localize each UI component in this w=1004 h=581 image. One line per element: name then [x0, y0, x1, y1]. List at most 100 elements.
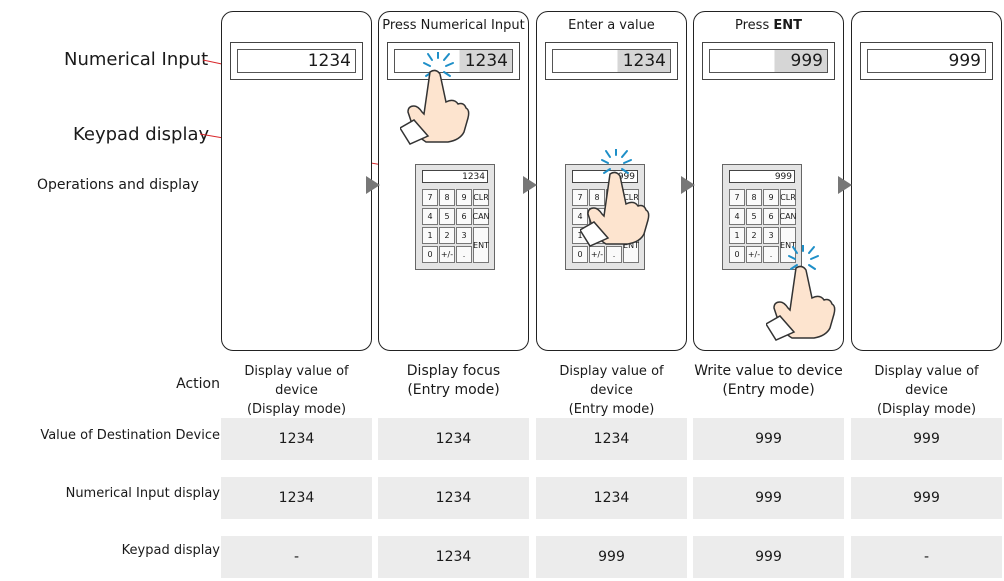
tap-burst-icon — [423, 52, 454, 77]
keypad-key: 7 — [572, 189, 588, 206]
table-cell: 1234 — [378, 536, 529, 578]
keypad-key: 4 — [572, 208, 588, 225]
pointing-hand-icon — [400, 69, 470, 145]
action-cell: Write value to device (Entry mode) — [693, 362, 844, 410]
keypad-key: 8 — [746, 189, 762, 206]
step-panel-5: 999 — [851, 11, 1002, 351]
keypad-key: 4 — [729, 208, 745, 225]
keypad-key: ENT — [780, 227, 796, 263]
keypad-key: ENT — [473, 227, 489, 263]
keypad-display-label: Keypad display — [73, 124, 210, 145]
keypad-key: . — [763, 246, 779, 263]
action-line1: Display value of device — [874, 364, 979, 398]
keypad-key: 9 — [456, 189, 472, 206]
numerical-input-value: 1234 — [464, 51, 508, 71]
action-cell: Display focus (Entry mode) — [378, 362, 529, 410]
keypad-display: 1234 — [422, 170, 488, 183]
table-cell: - — [221, 536, 372, 578]
pointing-hand-icon — [580, 171, 650, 247]
table-cell: 1234 — [536, 477, 687, 519]
numerical-input-box: 999 — [702, 42, 835, 80]
keypad-key: 9 — [763, 189, 779, 206]
action-line2: (Entry mode) — [722, 382, 815, 398]
action-line1: Display value of device — [559, 364, 664, 398]
keypad-key: 3 — [456, 227, 472, 244]
table-cell: 999 — [693, 418, 844, 460]
numerical-input-value: 1234 — [307, 51, 351, 71]
step-arrow-icon — [681, 176, 695, 194]
keypad-key: 1 — [729, 227, 745, 244]
row-label: Numerical Input display — [65, 486, 220, 501]
keypad-key: 7 — [729, 189, 745, 206]
keypad-key: CLR — [473, 189, 489, 206]
keypad-key: CAN — [472, 208, 490, 225]
numerical-input-label: Numerical Input — [64, 49, 209, 70]
table-cell: 999 — [851, 418, 1002, 460]
table-cell: 1234 — [221, 418, 372, 460]
keypad-key: CAN — [779, 208, 797, 225]
numerical-input-field: 999 — [867, 49, 986, 73]
numerical-input-field: 999 — [709, 49, 828, 73]
table-cell: 999 — [851, 477, 1002, 519]
numerical-input-field: 1234 — [237, 49, 356, 73]
step-title: Press ENT — [735, 18, 802, 33]
table-cell: 1234 — [378, 477, 529, 519]
row-label: Value of Destination Device — [40, 428, 220, 443]
action-row-label: Action — [176, 376, 220, 392]
keypad-key: 6 — [456, 208, 472, 225]
action-line2: (Entry mode) — [568, 402, 655, 417]
keypad-key: 7 — [422, 189, 438, 206]
table-cell: 1234 — [378, 418, 529, 460]
step-panel-1: 1234 — [221, 11, 372, 351]
step-arrow-icon — [838, 176, 852, 194]
keypad-key: 2 — [439, 227, 455, 244]
step-title: Press Numerical Input — [382, 18, 525, 33]
action-cell: Display value of device (Display mode) — [221, 362, 372, 417]
numerical-input-value: 999 — [948, 51, 981, 71]
pointing-hand-icon — [766, 265, 836, 341]
action-line2: (Display mode) — [246, 402, 347, 417]
action-line2: (Entry mode) — [407, 382, 500, 398]
action-line1: Display focus — [406, 363, 501, 379]
numerical-input-box: 1234 — [387, 42, 520, 80]
table-cell: 999 — [536, 536, 687, 578]
keypad-key: 8 — [439, 189, 455, 206]
keypad-key: +/- — [746, 246, 762, 263]
table-cell: - — [851, 536, 1002, 578]
numerical-input-field: 1234 — [394, 49, 513, 73]
table-cell: 1234 — [536, 418, 687, 460]
keypad-key: 6 — [763, 208, 779, 225]
action-line1: Write value to device — [694, 363, 843, 379]
keypad-key: 5 — [746, 208, 762, 225]
action-line1: Display value of device — [244, 364, 349, 398]
keypad-key: . — [456, 246, 472, 263]
step-arrow-icon — [523, 176, 537, 194]
numerical-input-box: 999 — [860, 42, 993, 80]
keypad-key: CLR — [780, 189, 796, 206]
keypad-key: 2 — [746, 227, 762, 244]
tap-burst-icon — [788, 245, 819, 270]
keypad-key: 0 — [572, 246, 588, 263]
table-cell: 999 — [693, 536, 844, 578]
numerical-input-box: 1234 — [545, 42, 678, 80]
operations-display-label: Operations and display — [37, 177, 199, 193]
action-cell: Display value of device (Display mode) — [851, 362, 1002, 417]
step-arrow-icon — [366, 176, 380, 194]
keypad-key: +/- — [439, 246, 455, 263]
keypad-display: 999 — [729, 170, 795, 183]
action-cell: Display value of device (Entry mode) — [536, 362, 687, 417]
keypad-key: 1 — [422, 227, 438, 244]
step-title: Enter a value — [568, 18, 655, 33]
action-line2: (Display mode) — [876, 402, 977, 417]
keypad-key: 8 — [589, 189, 605, 206]
table-cell: 1234 — [221, 477, 372, 519]
table-cell: 999 — [693, 477, 844, 519]
numerical-input-field: 1234 — [552, 49, 671, 73]
keypad-key: +/- — [589, 246, 605, 263]
keypad-key: 4 — [422, 208, 438, 225]
numerical-input-value: 1234 — [622, 51, 666, 71]
